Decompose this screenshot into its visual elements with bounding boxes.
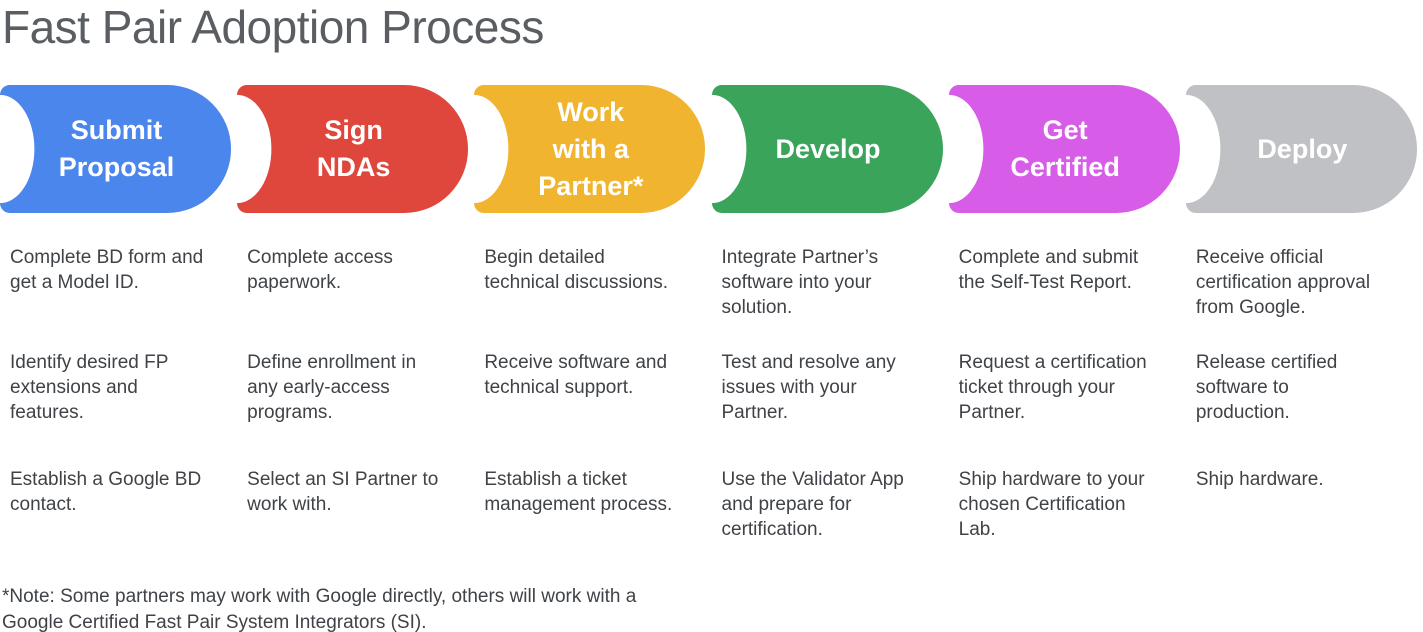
footnote: *Note: Some partners may work with Googl… <box>2 586 637 632</box>
chevron-shape-icon <box>237 85 469 213</box>
chevron-shape-icon <box>711 85 943 213</box>
step-description: Ship hardware. <box>1195 469 1324 490</box>
step-description: Begin detailed technical discussions. <box>484 247 669 293</box>
step-description: Establish a ticket management process. <box>484 469 673 515</box>
chevron-shape-icon <box>948 85 1180 213</box>
step-description: Establish a Google BD contact. <box>10 469 202 515</box>
chevron-shape-icon <box>474 85 706 213</box>
step-shape-sign-ndas: Sign NDAs <box>237 85 470 213</box>
step-description: Test and resolve any issues with your Pa… <box>721 352 896 423</box>
step-description: Identify desired FP extensions and featu… <box>10 352 169 423</box>
chevron-shape-icon <box>1185 85 1417 213</box>
step-description: Complete access paperwork. <box>247 247 393 293</box>
step-description: Receive official certification approval … <box>1195 247 1371 318</box>
step-description: Receive software and technical support. <box>484 352 668 398</box>
step-shape-work-with-partner: Work with a Partner* <box>474 85 707 213</box>
chevron-shape-icon <box>0 85 232 213</box>
step-description: Complete and submit the Self-Test Report… <box>958 247 1139 293</box>
step-shape-submit-proposal: Submit Proposal <box>0 85 233 213</box>
process-grid: Submit Proposal Sign NDAs Work with a Pa… <box>0 85 1423 542</box>
step-description: Request a certification ticket through y… <box>958 352 1147 423</box>
step-description: Complete BD form and get a Model ID. <box>10 247 204 293</box>
step-description: Release certified software to production… <box>1195 352 1338 423</box>
step-shape-deploy: Deploy <box>1185 85 1419 213</box>
step-description: Ship hardware to your chosen Certificati… <box>958 469 1145 540</box>
page-title: Fast Pair Adoption Process <box>2 1 544 53</box>
step-description: Integrate Partner’s software into your s… <box>721 247 879 318</box>
step-description: Select an SI Partner to work with. <box>247 469 439 515</box>
step-description: Define enrollment in any early-access pr… <box>247 352 417 423</box>
step-description: Use the Validator App and prepare for ce… <box>721 469 904 540</box>
step-shape-get-certified: Get Certified <box>948 85 1182 213</box>
step-shape-develop: Develop <box>711 85 945 213</box>
